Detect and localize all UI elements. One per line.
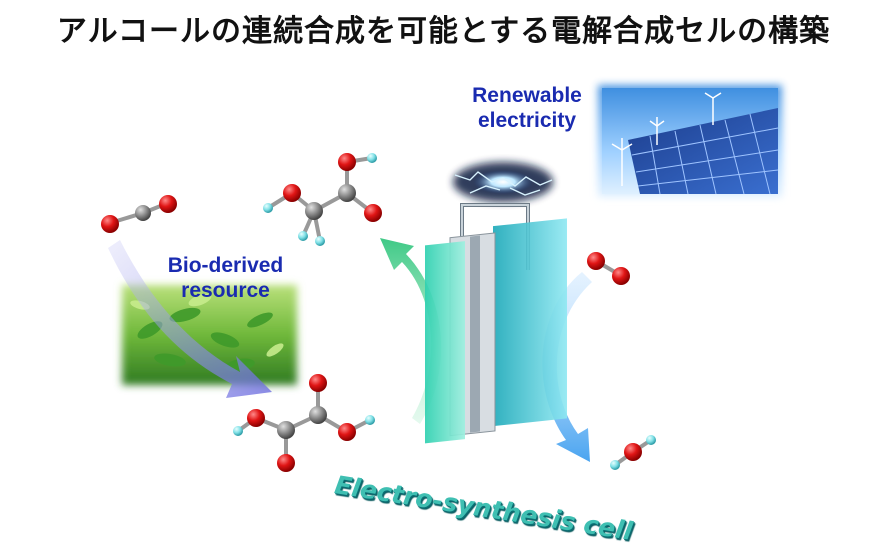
molecule-o2 xyxy=(587,252,630,285)
bio-label-line1: Bio-derived xyxy=(167,254,284,277)
renewable-label-line2: electricity xyxy=(477,109,577,132)
electrolysis-cell xyxy=(425,203,567,444)
page-title: アルコールの連続合成を可能とする電解合成セルの構築 xyxy=(56,14,831,49)
cell-right-chamber xyxy=(493,218,567,427)
renewable-electricity-label: Renewable electricity xyxy=(452,83,602,133)
molecule-h2o xyxy=(610,435,656,470)
cell-left-chamber xyxy=(425,241,465,444)
renewable-label-line1: Renewable xyxy=(472,84,582,107)
solar-panel-wind-photo xyxy=(598,85,782,197)
diagram-canvas xyxy=(101,85,782,472)
molecule-oxalic-acid xyxy=(233,374,375,472)
conversion-arrow-purple xyxy=(108,240,272,398)
molecule-co2 xyxy=(101,195,177,233)
bio-derived-resource-label: Bio-derived resource xyxy=(158,253,293,303)
bio-label-line2: resource xyxy=(181,279,270,302)
lightning-spark xyxy=(453,162,553,202)
molecule-glycolic-acid xyxy=(263,153,382,246)
